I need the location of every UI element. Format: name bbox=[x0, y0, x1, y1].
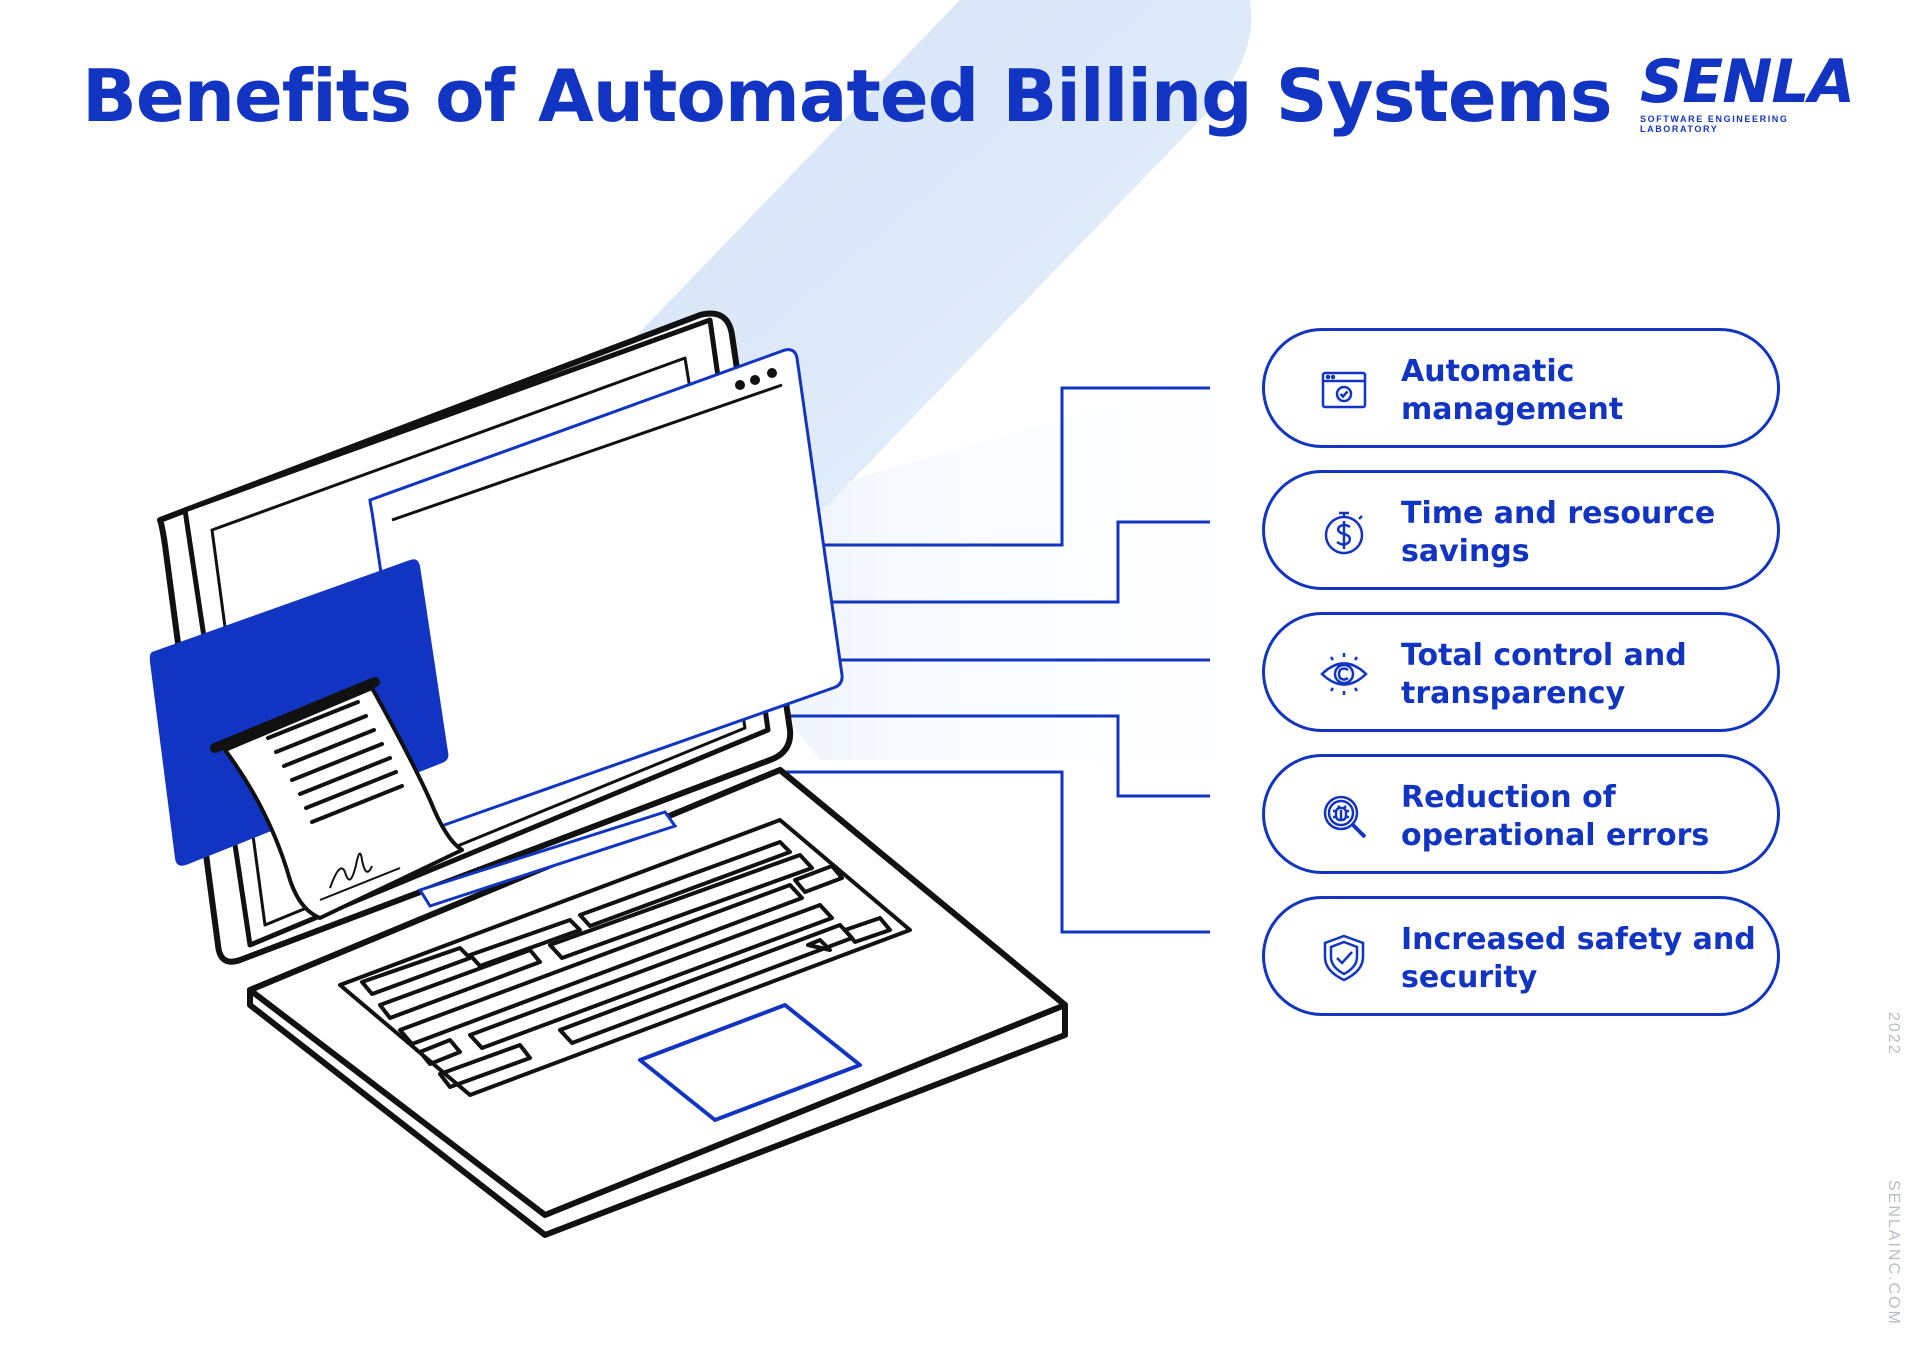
benefit-card-total-control-and-transparency: Total control and transparency bbox=[1262, 612, 1780, 732]
receipt-icon bbox=[223, 686, 464, 920]
screen-glow-bar bbox=[417, 810, 678, 908]
benefit-label-line-1: Increased safety and bbox=[1401, 922, 1756, 957]
benefit-label: Time and resource savings bbox=[1401, 495, 1761, 571]
senla-logo: SENLA SOFTWARE ENGINEERING LABORATORY bbox=[1640, 52, 1870, 134]
logo-subtitle: SOFTWARE ENGINEERING LABORATORY bbox=[1640, 114, 1789, 134]
touchpad bbox=[638, 1003, 862, 1122]
benefit-card-reduction-of-operational-errors: Reduction of operational errors bbox=[1262, 754, 1780, 874]
benefit-label-line-2: operational errors bbox=[1401, 818, 1710, 853]
benefit-label-line-1: Total control and bbox=[1401, 638, 1687, 673]
dollar-stopwatch-icon bbox=[1324, 511, 1364, 555]
benefit-card-increased-safety-and-security: Increased safety and security bbox=[1262, 896, 1780, 1016]
benefit-label-line-2: savings bbox=[1401, 534, 1530, 569]
browser-check-icon bbox=[1321, 371, 1367, 409]
page-title: Benefits of Automated Billing Systems bbox=[82, 54, 1613, 138]
benefit-label-line-2: management bbox=[1401, 392, 1624, 427]
benefit-card-automatic-management: Automatic management bbox=[1262, 328, 1780, 448]
browser-window bbox=[368, 348, 844, 833]
bug-magnifier-icon bbox=[1323, 795, 1367, 839]
benefit-label-line-1: Reduction of bbox=[1401, 780, 1616, 815]
connector-lines bbox=[770, 386, 1210, 934]
benefit-label-line-2: security bbox=[1401, 960, 1538, 995]
benefit-label: Increased safety and security bbox=[1401, 921, 1761, 997]
logo-wordmark: SENLA bbox=[1640, 47, 1855, 117]
benefit-label: Automatic management bbox=[1401, 353, 1761, 429]
shield-check-icon bbox=[1323, 934, 1365, 982]
benefit-label-line-1: Time and resource bbox=[1401, 496, 1716, 531]
benefit-label-line-2: transparency bbox=[1401, 676, 1626, 711]
card-slot bbox=[210, 677, 380, 753]
benefit-label: Total control and transparency bbox=[1401, 637, 1761, 713]
eye-icon bbox=[1320, 653, 1368, 695]
benefit-label-line-1: Automatic bbox=[1401, 354, 1575, 389]
keyboard bbox=[338, 818, 912, 1097]
year-label: 2022 bbox=[1885, 1012, 1902, 1056]
benefit-label: Reduction of operational errors bbox=[1401, 779, 1761, 855]
benefit-card-time-and-resource-savings: Time and resource savings bbox=[1262, 470, 1780, 590]
website-label: SENLAINC.COM bbox=[1885, 1180, 1902, 1326]
